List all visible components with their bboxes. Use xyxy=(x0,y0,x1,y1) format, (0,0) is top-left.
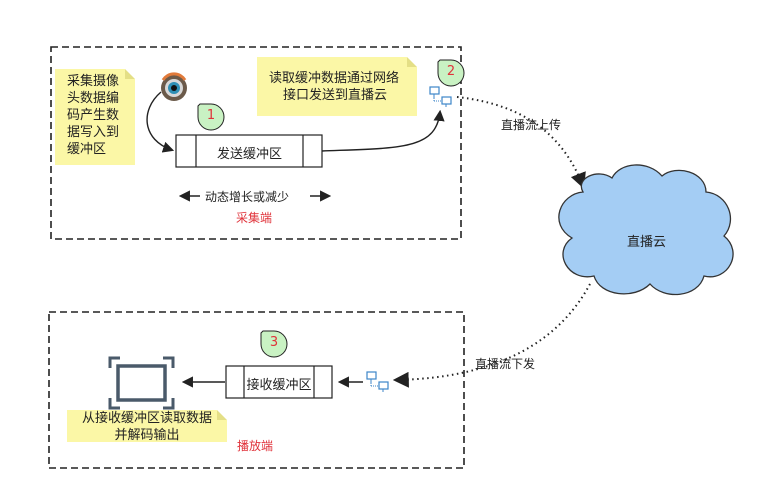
note-fold xyxy=(407,57,417,67)
player-note: 从接收缓冲区读取数据 并解码输出 xyxy=(67,410,227,443)
note-fold xyxy=(125,69,135,79)
step-badge-1: 1 xyxy=(198,104,224,130)
cloud-label: 直播云 xyxy=(627,235,667,250)
capture-note-line: 据写入到 xyxy=(67,125,120,140)
step-badge-2-shape xyxy=(437,59,465,87)
capture-note-line: 码产生数 xyxy=(67,108,120,123)
step-badge-3-shape xyxy=(260,330,288,358)
capture-section-label: 采集端 xyxy=(236,211,273,225)
send-buffer-label: 发送缓冲区 xyxy=(216,147,282,162)
capture-note-line: 头数据编 xyxy=(67,91,120,106)
receive-buffer-label: 接收缓冲区 xyxy=(246,378,312,393)
player-note-line: 从接收缓冲区读取数据 xyxy=(81,411,212,426)
network-icon xyxy=(366,371,389,392)
step-badge-2: 2 xyxy=(438,60,464,86)
step-badge-3-number: 3 xyxy=(269,335,279,350)
step-badge-1-number: 1 xyxy=(206,108,216,123)
send-buffer-box xyxy=(175,134,323,168)
capture-note-line: 缓冲区 xyxy=(67,142,107,157)
camera-to-buffer-arrow xyxy=(146,91,175,153)
step-badge-3: 3 xyxy=(261,331,287,357)
upload-stream-arrow xyxy=(456,96,586,189)
upload-label: 直播流上传 xyxy=(501,118,562,132)
download-label: 直播流下发 xyxy=(475,357,536,371)
network-note-line: 读取缓冲数据通过网络 xyxy=(269,71,400,86)
dynamic-label: 动态增长或减少 xyxy=(205,190,290,204)
capture-note: 采集摄像 头数据编 码产生数 据写入到 缓冲区 xyxy=(55,69,135,165)
network-note-line: 接口发送到直播云 xyxy=(283,88,388,103)
player-section-label: 播放端 xyxy=(237,439,274,453)
capture-note-line: 采集摄像 xyxy=(67,74,120,89)
receive-buffer-box xyxy=(225,365,333,399)
capture-section-border xyxy=(50,46,462,240)
player-note-line: 并解码输出 xyxy=(114,428,180,443)
step-badge-2-number: 2 xyxy=(446,64,456,79)
cloud-icon xyxy=(558,164,734,296)
screen-icon xyxy=(108,356,175,410)
note-fold xyxy=(217,410,227,420)
step-badge-1-shape xyxy=(197,103,225,131)
camera-icon xyxy=(161,72,187,101)
buffer-to-network-arrow xyxy=(321,109,445,152)
network-icon xyxy=(429,86,452,107)
download-stream-arrow xyxy=(392,283,591,388)
network-note: 读取缓冲数据通过网络 接口发送到直播云 xyxy=(257,57,417,116)
